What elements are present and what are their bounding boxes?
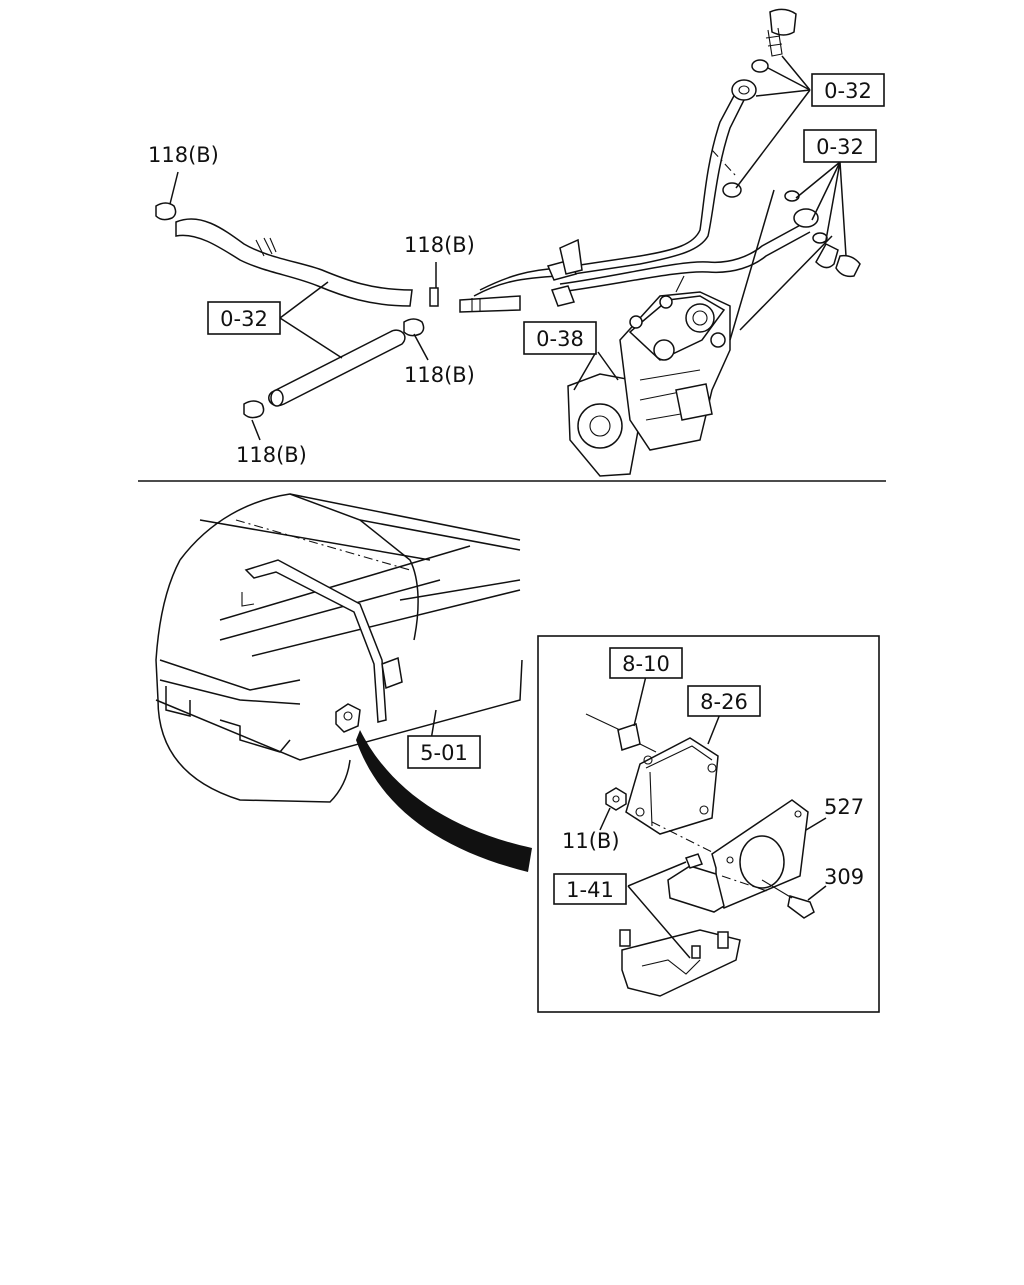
callout-0-32-mid: 0-32: [803, 129, 877, 163]
connector-icon: [585, 713, 657, 753]
callout-text: 8-26: [700, 690, 748, 714]
callout-text: 8-10: [622, 652, 670, 676]
vehicle-cab: [155, 493, 523, 803]
callout-text: 0-38: [536, 327, 584, 351]
callout-text: 0-32: [816, 135, 864, 159]
nut-icon: [605, 787, 627, 811]
bracket-1-41: [619, 853, 741, 997]
air-compressor: [567, 291, 731, 477]
upper-hose: [175, 218, 413, 307]
label-118b: 118(B): [236, 443, 307, 467]
label-118b: 118(B): [404, 363, 475, 387]
label-11b: 11(B): [562, 829, 620, 853]
fitting-pipe: [459, 295, 521, 313]
callout-5-01: 5-01: [407, 735, 481, 769]
callout-text: 0-32: [824, 79, 872, 103]
compressor-pipes: [473, 91, 811, 307]
callout-text: 5-01: [420, 741, 468, 765]
clamp-icon: [155, 202, 439, 419]
mounting-frame: [241, 559, 403, 733]
callout-1-41: 1-41: [553, 873, 627, 905]
callout-0-32-top: 0-32: [811, 73, 885, 107]
callout-0-32-left: 0-32: [207, 301, 281, 335]
callout-text: 1-41: [566, 878, 614, 902]
label-118b: 118(B): [148, 143, 219, 167]
label-309: 309: [824, 865, 864, 889]
banjo-fitting-icon: [711, 8, 861, 278]
callout-0-38: 0-38: [523, 321, 597, 355]
callout-text: 0-32: [220, 307, 268, 331]
callout-8-26: 8-26: [687, 685, 761, 717]
label-118b: 118(B): [404, 233, 475, 257]
bolt-icon: [761, 879, 815, 919]
harness-lead: [356, 730, 532, 872]
label-527: 527: [824, 795, 864, 819]
lower-hose: [268, 329, 406, 407]
callout-8-10: 8-10: [609, 647, 683, 679]
control-unit: [625, 737, 719, 835]
